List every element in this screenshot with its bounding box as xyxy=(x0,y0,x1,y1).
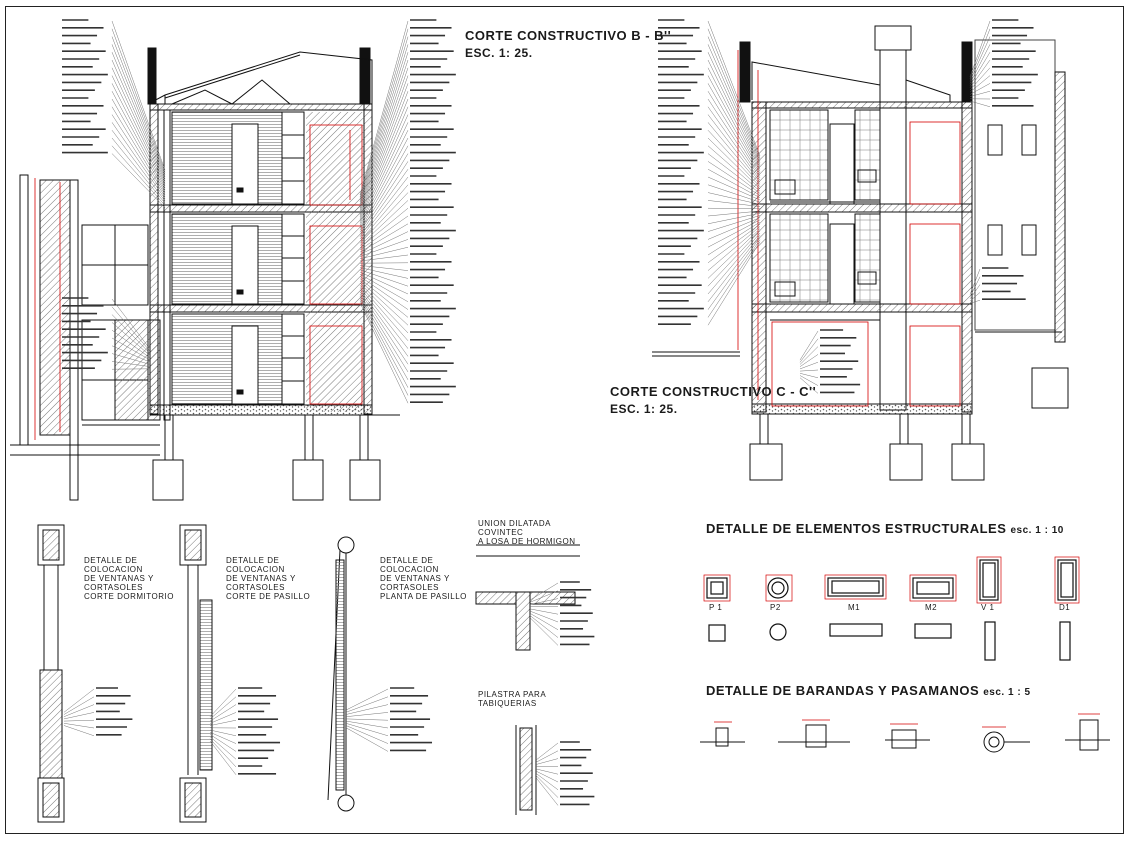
railings-scale: esc. 1 : 5 xyxy=(983,687,1031,698)
annotation-callouts xyxy=(529,581,595,646)
pilastra-label: PILASTRA PARA TABIQUERIAS xyxy=(478,690,588,708)
annotation-callouts xyxy=(969,267,1026,304)
railings-title: DETALLE DE BARANDAS Y PASAMANOS esc. 1 :… xyxy=(706,683,1031,698)
annotation-callouts xyxy=(345,687,433,752)
union-line1: UNION DILATADA COVINTEC xyxy=(478,519,551,537)
annotation-callouts xyxy=(535,741,595,806)
pilastra-line2: TABIQUERIAS xyxy=(478,699,537,708)
structural-element-label: D1 xyxy=(1059,603,1071,612)
railings-drawing xyxy=(700,719,1110,753)
structural-element-label: M2 xyxy=(925,603,938,612)
detail-dormitorio-line2: DE VENTANAS Y CORTASOLES xyxy=(84,574,154,592)
annotation-callouts xyxy=(658,19,761,326)
pilastra-line1: PILASTRA PARA xyxy=(478,690,547,699)
section-bb-title: CORTE CONSTRUCTIVO B - B'' xyxy=(465,28,672,43)
detail-dormitorio-line3: CORTE DORMITORIO xyxy=(84,592,174,601)
detail-pasillo-corte-line1: DETALLE DE COLOCACION xyxy=(226,556,285,574)
pilastra-detail-drawing xyxy=(515,725,537,815)
section-cc-scale: ESC. 1: 25. xyxy=(610,402,678,416)
structural-rebar-dimensions xyxy=(703,556,1080,604)
structural-title-text: DETALLE DE ELEMENTOS ESTRUCTURALES xyxy=(706,521,1007,536)
detail-pasillo-planta-line2: DE VENTANAS Y CORTASOLES xyxy=(380,574,450,592)
annotation-callouts xyxy=(209,687,281,775)
structural-elements-drawing xyxy=(706,559,1077,661)
union-label: UNION DILATADA COVINTEC A LOSA DE HORMIG… xyxy=(478,519,588,546)
annotation-callouts xyxy=(359,19,456,404)
detail-dormitorio-line1: DETALLE DE COLOCACION xyxy=(84,556,143,574)
structural-element-label: M1 xyxy=(848,603,861,612)
annotation-callouts xyxy=(63,687,133,737)
railings-dimensions xyxy=(714,713,1100,728)
union-detail-drawing xyxy=(475,544,580,651)
detail-pasillo-planta-line1: DETALLE DE COLOCACION xyxy=(380,556,439,574)
annotation-callouts xyxy=(799,329,861,394)
detail-dormitorio-label: DETALLE DE COLOCACION DE VENTANAS Y CORT… xyxy=(84,556,194,601)
sheet-border xyxy=(5,6,1124,834)
structural-title: DETALLE DE ELEMENTOS ESTRUCTURALES esc. … xyxy=(706,521,1064,536)
section-bb-dimensions xyxy=(34,124,363,440)
annotation-callouts xyxy=(62,19,166,208)
section-bb-scale: ESC. 1: 25. xyxy=(465,46,533,60)
railings-title-text: DETALLE DE BARANDAS Y PASAMANOS xyxy=(706,683,980,698)
structural-element-label: V 1 xyxy=(981,603,995,612)
union-line2: A LOSA DE HORMIGON xyxy=(478,537,576,546)
detail-pasillo-corte-line3: CORTE DE PASILLO xyxy=(226,592,311,601)
detail-pasillo-planta-label: DETALLE DE COLOCACION DE VENTANAS Y CORT… xyxy=(380,556,490,601)
section-cc-drawing xyxy=(652,25,1069,481)
section-cc-title: CORTE CONSTRUCTIVO C - C'' xyxy=(610,384,817,399)
detail-pasillo-planta-line3: PLANTA DE PASILLO xyxy=(380,592,467,601)
detail-pasillo-corte-label: DETALLE DE COLOCACION DE VENTANAS Y CORT… xyxy=(226,556,336,601)
window-details-drawing xyxy=(37,524,355,823)
structural-scale: esc. 1 : 10 xyxy=(1010,525,1064,536)
section-bb-drawing xyxy=(10,47,400,501)
annotation-callouts xyxy=(969,19,1038,108)
structural-element-label: P2 xyxy=(770,603,781,612)
annotation-callouts xyxy=(62,297,151,370)
detail-pasillo-corte-line2: DE VENTANAS Y CORTASOLES xyxy=(226,574,296,592)
structural-element-label: P 1 xyxy=(709,603,723,612)
